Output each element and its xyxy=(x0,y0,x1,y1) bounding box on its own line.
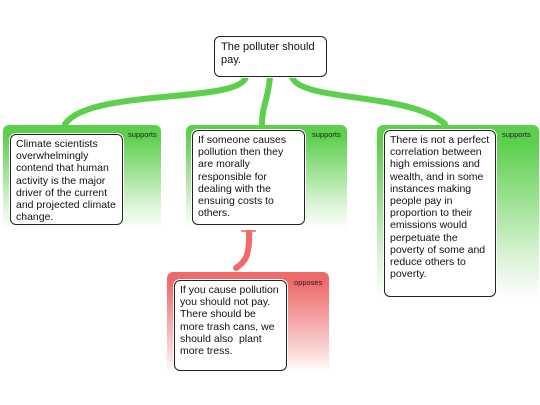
support-text-middle: If someone causes pollution then they ar… xyxy=(198,134,290,220)
support-box-left[interactable]: Climate scientists overwhelmingly conten… xyxy=(10,134,123,225)
support-link-left xyxy=(62,74,249,127)
objection-text: If you cause pollution you should not pa… xyxy=(180,284,282,358)
support-box-right[interactable]: There is not a perfect correlation betwe… xyxy=(384,130,496,297)
objection-box[interactable]: If you cause pollution you should not pa… xyxy=(174,280,287,371)
support-text-right: There is not a perfect correlation betwe… xyxy=(390,134,493,281)
support-tag-middle: supports xyxy=(312,130,341,139)
support-link-middle xyxy=(259,74,273,127)
support-text-left: Climate scientists overwhelmingly conten… xyxy=(16,138,119,224)
support-box-middle[interactable]: If someone causes pollution then they ar… xyxy=(192,130,305,225)
claim-text: The polluter should pay. xyxy=(221,41,318,66)
oppose-link xyxy=(233,229,253,271)
support-tag-right: supports xyxy=(502,130,531,139)
claim-box[interactable]: The polluter should pay. xyxy=(214,36,327,77)
oppose-tag: opposes xyxy=(294,278,323,287)
support-tag-left: supports xyxy=(128,130,157,139)
support-link-right xyxy=(289,74,448,127)
